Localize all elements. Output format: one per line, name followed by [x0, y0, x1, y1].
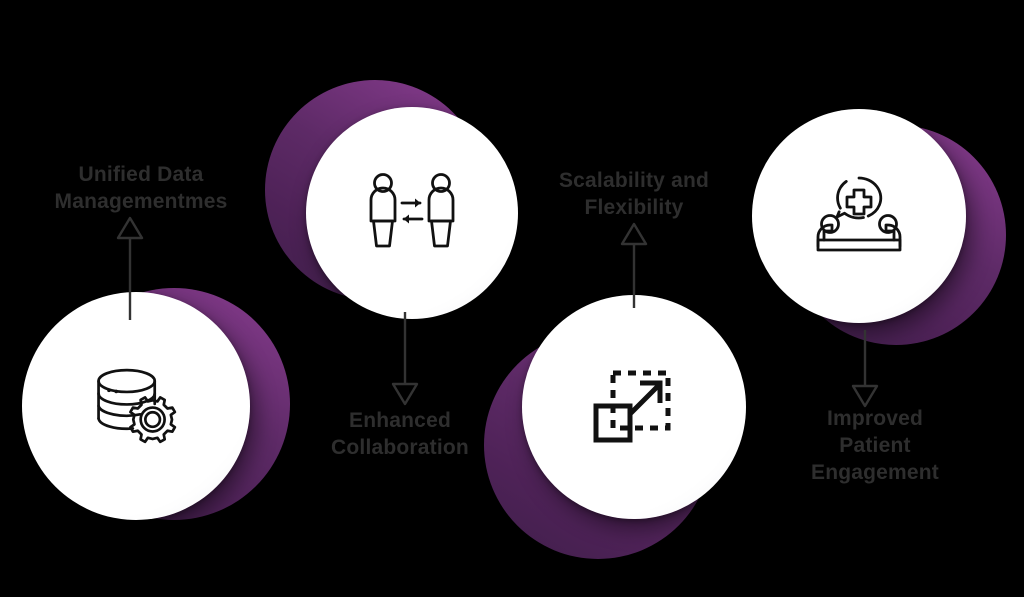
node-label-improved-patient-engagement: Improved Patient Engagement	[810, 407, 940, 484]
node-label-scalability-and-flexibility: Scalability and Flexibility	[558, 169, 710, 219]
node-label-enhanced-collaboration: Enhanced Collaboration	[331, 409, 469, 459]
node-icon-circle[interactable]	[752, 109, 966, 323]
node-icon-circle[interactable]	[306, 107, 518, 319]
node-improved-patient-engagement[interactable]	[740, 105, 1024, 375]
connector-arrow-down-improved-patient-engagement	[845, 330, 885, 410]
connector-arrow-up-unified-data-management	[110, 212, 150, 322]
node-scalability-and-flexibility[interactable]	[484, 295, 774, 565]
node-label-unified-data-management: Unified Data Managementmes	[54, 163, 228, 213]
node-enhanced-collaboration[interactable]	[265, 80, 545, 340]
node-unified-data-management[interactable]	[0, 270, 300, 570]
node-icon-circle[interactable]	[22, 292, 250, 520]
database-gear-icon	[84, 354, 188, 458]
node-icon-circle[interactable]	[522, 295, 746, 519]
patient-consultation-icon	[811, 174, 907, 258]
expand-scale-icon	[588, 361, 680, 453]
connector-arrow-up-scalability-and-flexibility	[614, 218, 654, 310]
connector-arrow-down-enhanced-collaboration	[385, 312, 425, 408]
two-people-exchange-icon	[362, 170, 462, 256]
